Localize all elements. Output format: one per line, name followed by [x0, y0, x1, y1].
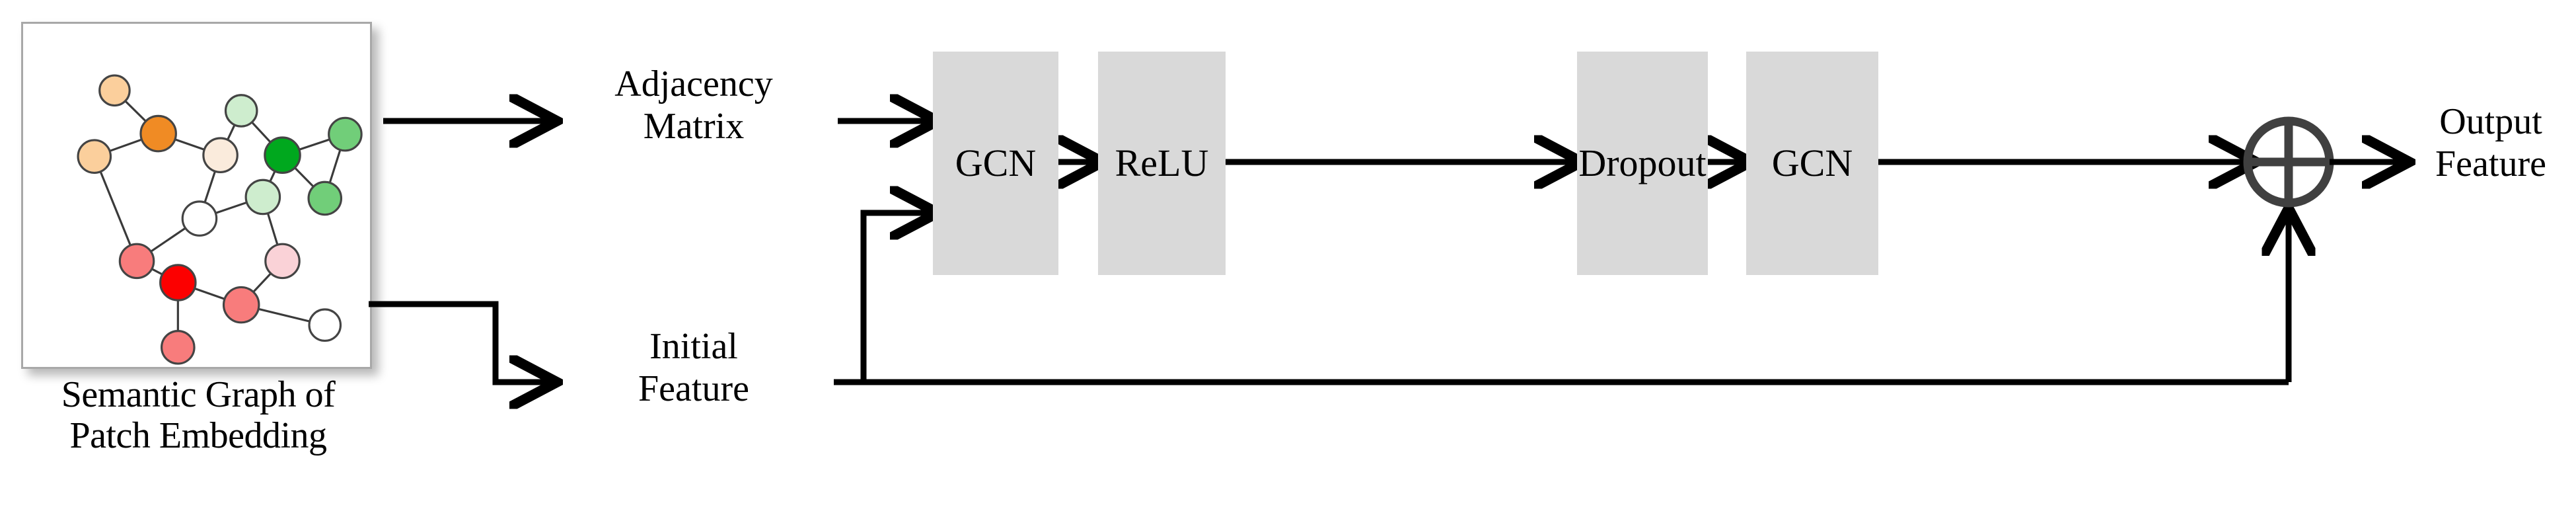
graph-node [222, 286, 260, 324]
block-gcn-1-label: GCN [955, 141, 1037, 184]
graph-node [77, 139, 112, 174]
output-line-1: Output [2439, 101, 2542, 142]
graph-edge-group [93, 89, 346, 348]
graph-edge [93, 156, 138, 262]
caption-line-2: Patch Embedding [69, 415, 327, 456]
graph-node [307, 180, 343, 216]
adjacency-line-2: Matrix [643, 106, 745, 147]
graph-node [264, 243, 301, 280]
initial-line-1: Initial [649, 326, 738, 367]
block-gcn-2-label: GCN [1771, 141, 1853, 184]
block-dropout[interactable]: Dropout [1577, 52, 1708, 275]
label-output-feature: Output Feature [2405, 100, 2576, 185]
graph-node [202, 137, 239, 173]
adjacency-line-1: Adjacency [614, 63, 773, 104]
graph-node [244, 178, 281, 216]
block-dropout-label: Dropout [1578, 141, 1707, 184]
semantic-graph-thumbnail [21, 22, 372, 369]
graph-node [224, 94, 258, 128]
graph-node [308, 308, 342, 342]
arrow-image-to-initial-feature [369, 301, 552, 382]
graph-node [98, 74, 131, 107]
output-line-2: Feature [2435, 143, 2546, 184]
graph-node [264, 136, 301, 174]
graph-node [118, 243, 155, 280]
initial-line-2: Feature [638, 368, 749, 409]
label-adjacency-matrix: Adjacency Matrix [555, 63, 832, 147]
arrow-initial-feature-to-gcn1 [860, 213, 933, 382]
block-relu-label: ReLU [1115, 141, 1209, 184]
graph-node-group [77, 74, 363, 365]
caption-line-1: Semantic Graph of [61, 374, 336, 415]
block-gcn-2[interactable]: GCN [1746, 52, 1878, 275]
graph-node [328, 116, 363, 152]
block-gcn-1[interactable]: GCN [933, 52, 1058, 275]
graph-node [161, 330, 196, 365]
block-relu[interactable]: ReLU [1098, 52, 1226, 275]
label-initial-feature: Initial Feature [558, 325, 829, 410]
thumbnail-caption: Semantic Graph of Patch Embedding [0, 374, 396, 456]
sum-operator-icon [2243, 116, 2334, 208]
semantic-graph-svg [77, 74, 363, 365]
graph-node [139, 114, 177, 153]
graph-node [181, 200, 218, 237]
graph-node [159, 264, 197, 301]
